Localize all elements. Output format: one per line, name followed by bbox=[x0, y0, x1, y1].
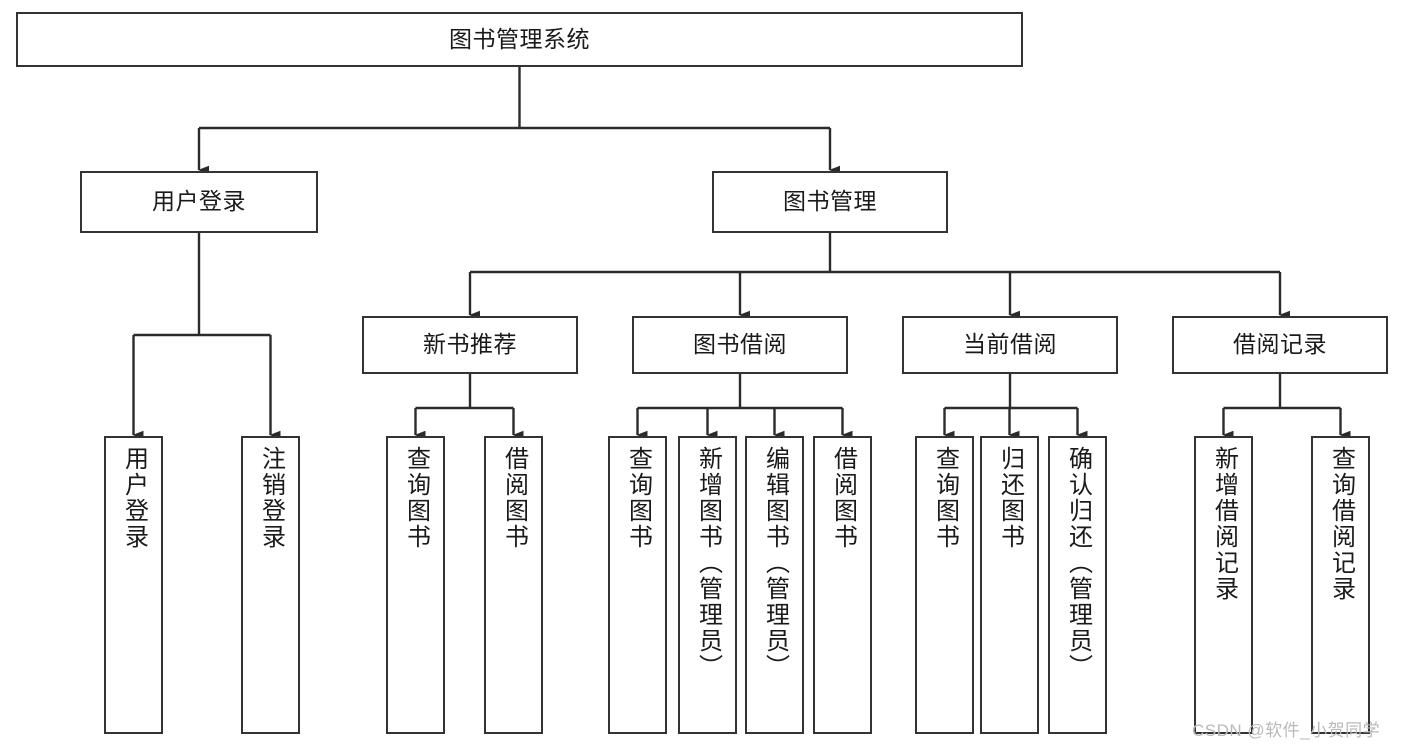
node-label: 归还图书 bbox=[996, 446, 1024, 550]
node-bookmgmt[interactable]: 图书管理 bbox=[712, 171, 948, 233]
node-label: 查询图书 bbox=[402, 446, 430, 550]
node-leaf9[interactable]: 查询图书 bbox=[915, 436, 974, 734]
node-leaf11[interactable]: 确认归还（管理员） bbox=[1048, 436, 1107, 734]
node-label: 查询借阅记录 bbox=[1327, 446, 1355, 602]
node-label: 图书管理系统 bbox=[449, 25, 590, 52]
node-newbooks[interactable]: 新书推荐 bbox=[362, 316, 578, 374]
node-label: 图书借阅 bbox=[693, 331, 787, 358]
node-leaf8[interactable]: 借阅图书 bbox=[813, 436, 872, 734]
node-leaf12[interactable]: 新增借阅记录 bbox=[1194, 436, 1253, 734]
node-label: 图书管理 bbox=[783, 188, 877, 215]
node-leaf3[interactable]: 查询图书 bbox=[386, 436, 445, 734]
node-root[interactable]: 图书管理系统 bbox=[16, 12, 1023, 67]
node-label: 查询图书 bbox=[931, 446, 959, 550]
node-borrow[interactable]: 图书借阅 bbox=[632, 316, 848, 374]
node-label: 新增借阅记录 bbox=[1210, 446, 1238, 602]
node-leaf6[interactable]: 新增图书（管理员） bbox=[678, 436, 737, 734]
node-current[interactable]: 当前借阅 bbox=[902, 316, 1118, 374]
node-label: 当前借阅 bbox=[963, 331, 1057, 358]
node-leaf13[interactable]: 查询借阅记录 bbox=[1311, 436, 1370, 734]
node-leaf10[interactable]: 归还图书 bbox=[980, 436, 1039, 734]
node-label: 借阅图书 bbox=[500, 446, 528, 550]
node-leaf5[interactable]: 查询图书 bbox=[608, 436, 667, 734]
node-label: 借阅图书 bbox=[829, 446, 857, 550]
node-leaf4[interactable]: 借阅图书 bbox=[484, 436, 543, 734]
node-label: 新增图书（管理员） bbox=[694, 446, 722, 680]
node-label: 查询图书 bbox=[624, 446, 652, 550]
node-label: 编辑图书（管理员） bbox=[761, 446, 789, 680]
node-records[interactable]: 借阅记录 bbox=[1172, 316, 1388, 374]
node-label: 新书推荐 bbox=[423, 331, 517, 358]
node-label: 注销登录 bbox=[257, 446, 285, 550]
node-leaf7[interactable]: 编辑图书（管理员） bbox=[745, 436, 804, 734]
node-label: 用户登录 bbox=[152, 188, 246, 215]
node-label: 借阅记录 bbox=[1233, 331, 1327, 358]
node-login[interactable]: 用户登录 bbox=[80, 171, 318, 233]
node-label: 用户登录 bbox=[120, 446, 148, 550]
node-label: 确认归还（管理员） bbox=[1064, 446, 1092, 680]
node-leaf2[interactable]: 注销登录 bbox=[241, 436, 300, 734]
node-leaf1[interactable]: 用户登录 bbox=[104, 436, 163, 734]
connector-lines bbox=[132, 67, 1351, 440]
